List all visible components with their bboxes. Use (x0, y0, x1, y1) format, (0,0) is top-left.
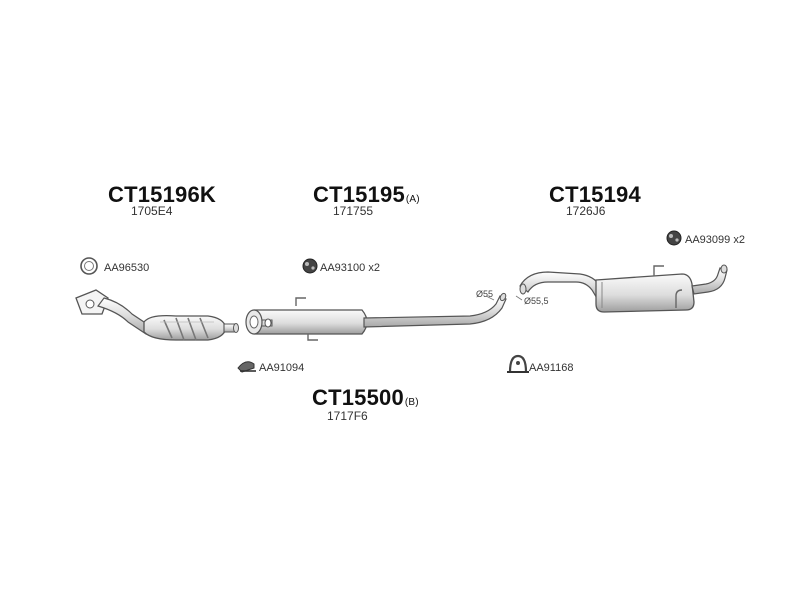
clamp-front-icon (237, 361, 256, 373)
oem-ref-cat: 1705E4 (131, 204, 173, 218)
rubber-mount-mid-icon (302, 258, 318, 274)
oem-ref-front-pipe: 1717F6 (327, 409, 368, 423)
gasket-icon (80, 257, 98, 275)
rubber-mount-rear-icon (666, 230, 682, 246)
catalytic-converter-drawing (75, 289, 239, 341)
gasket-label: AA96530 (104, 262, 150, 274)
part-code-middle: CT15195(A) (313, 182, 420, 207)
clamp-rear-label: AA91168 (529, 362, 574, 374)
middle-silencer-drawing (245, 292, 507, 341)
pipe-diameter-rear-label: Ø55,5 (524, 296, 549, 306)
pipe-diameter-mid-label: Ø55 (476, 289, 494, 299)
rubber-mount-rear-label: AA93099 x2 (685, 234, 745, 246)
part-code-rear: CT15194 (549, 182, 641, 207)
dimension-pointer-mid (485, 295, 495, 301)
rubber-mount-mid-label: AA93100 x2 (320, 262, 380, 274)
oem-ref-middle: 171755 (333, 204, 374, 218)
oem-ref-rear: 1726J6 (566, 204, 606, 218)
part-code-front-pipe: CT15500(B) (312, 385, 419, 410)
part-code-cat: CT15196K (108, 182, 216, 207)
dimension-pointer-rear (515, 295, 523, 301)
clamp-rear-icon (507, 354, 529, 373)
clamp-front-label: AA91094 (259, 362, 305, 374)
rear-silencer-drawing (519, 264, 728, 313)
